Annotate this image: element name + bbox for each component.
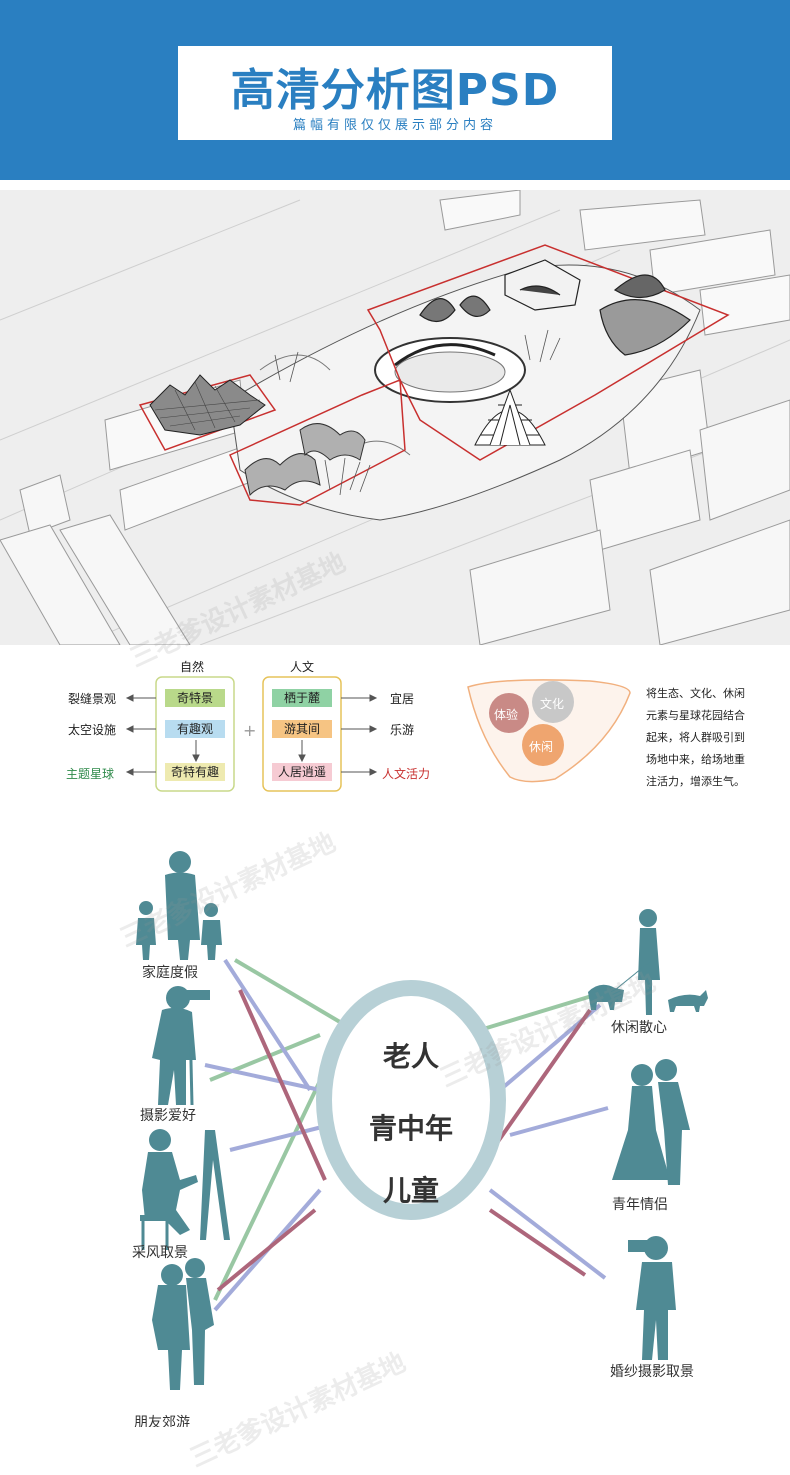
ring-label-1: 老人 [382,1040,439,1073]
dog-walker-silhouette [588,909,708,1015]
funnel-label-1: 体验 [494,708,519,722]
link-line [216,1208,317,1292]
concept-diagram: 自然 人文 + 奇特景 有趣观 奇特有趣 栖于麓 游其间 人居逍遥 裂缝景观 太… [0,645,790,815]
note-line: 将生态、文化、休闲 [646,687,745,700]
wedding-photographer-silhouette [628,1236,676,1360]
right-label-3: 人文活力 [382,767,431,781]
link-line [479,993,596,1032]
header-banner: 高清分析图PSD 篇幅有限仅仅展示部分内容 [0,0,790,180]
title-box: 高清分析图PSD 篇幅有限仅仅展示部分内容 [178,46,612,140]
link-line [223,958,312,1092]
user-groups-svg [136,851,708,1390]
concept-note: 将生态、文化、休闲 元素与星球花园结合 起来，将人群吸引到 场地中来，给场地重 … [646,683,745,793]
culture-box-3: 人居逍遥 [272,763,332,781]
note-line: 注活力，增添生气。 [646,775,745,788]
nature-header: 自然 [180,660,205,674]
page-subtitle: 篇幅有限仅仅展示部分内容 [292,118,497,133]
link-line [483,1008,592,1162]
group-label-couples: 青年情侣 [612,1197,668,1213]
user-groups-diagram: 老人 青中年 儿童 家庭度假 摄影爱好 采风取景 朋友郊游 休闲散心 青年情侣 … [0,830,790,1427]
left-label-1: 裂缝景观 [68,692,117,706]
right-label-1: 宜居 [390,692,415,706]
note-line: 起来，将人群吸引到 [646,731,745,744]
ring-label-3: 儿童 [382,1174,439,1207]
group-label-family: 家庭度假 [142,965,198,981]
group-label-wedding: 婚纱摄影取景 [610,1364,694,1380]
culture-box-2: 游其间 [272,720,332,738]
culture-header: 人文 [290,660,315,674]
group-label-sketching: 采风取景 [132,1245,188,1261]
friends-silhouette [152,1258,214,1390]
photographer-silhouette [152,986,210,1106]
funnel-circle-3 [522,724,564,766]
group-label-photography: 摄影爱好 [140,1108,196,1124]
link-line [488,1208,587,1277]
culture-box-1: 栖于麓 [272,689,332,707]
funnel-label-3: 休闲 [529,740,554,754]
funnel-label-2: 文化 [540,697,565,711]
left-label-2: 太空设施 [68,723,117,737]
note-line: 元素与星球花园结合 [646,709,745,722]
family-silhouette [136,851,222,960]
concept-lines [125,676,631,792]
left-label-3: 主题星球 [66,767,115,781]
note-line: 场地中来，给场地重 [646,753,745,766]
site-plan-illustration [0,189,790,646]
couple-silhouette [612,1059,690,1185]
link-line [488,1188,607,1280]
link-line [238,989,327,1181]
link-line [204,1063,321,1092]
site-plan-svg [0,189,790,646]
link-line [209,1033,321,1082]
nature-box-3: 奇特有趣 [165,763,225,781]
group-label-leisure: 休闲散心 [611,1020,667,1036]
funnel-circle-1 [489,693,529,733]
link-line [229,1123,331,1152]
link-line [233,958,347,1027]
right-label-2: 乐游 [390,723,415,737]
nature-box-1: 奇特景 [165,689,225,707]
center-ring [316,980,506,1220]
link-line [213,1059,332,1301]
ring-label-2: 青中年 [368,1112,453,1145]
funnel-circle-2 [532,681,574,723]
link-line [509,1106,609,1137]
plus-sign: + [243,721,257,740]
group-label-friends: 朋友郊游 [134,1415,190,1427]
nature-box-2: 有趣观 [165,720,225,738]
page-title: 高清分析图PSD [230,65,560,116]
painter-silhouette [140,1129,230,1250]
